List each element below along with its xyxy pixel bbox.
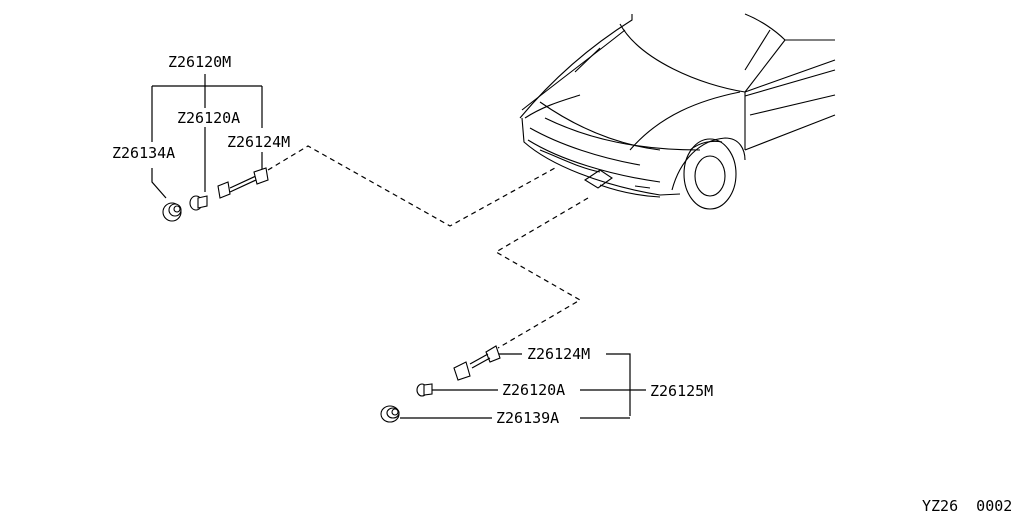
label-bulb-top: Z26134A [112,144,175,162]
label-bulb-bottom: Z26139A [496,409,559,427]
harness-connector-icon [217,167,269,199]
socket-icon [189,195,208,211]
label-assy-top: Z26120M [168,53,231,71]
lower-bracket [400,353,646,419]
label-harness-top: Z26124M [227,133,290,151]
bulb-icon [162,202,182,222]
bulb-icon [380,405,400,423]
label-harness-bottom: Z26124M [527,345,590,363]
label-socket-top: Z26120A [177,109,240,127]
figure-code: YZ26 0002 [922,497,1012,512]
label-socket-bottom: Z26120A [502,381,565,399]
harness-connector-icon [453,345,501,381]
leader-dashed-upper [267,145,556,227]
upper-bracket [151,74,263,199]
label-assy-bottom: Z26125M [650,382,713,400]
socket-icon [416,383,433,397]
car-front-illustration [519,13,836,210]
leader-dashed-lower [494,197,589,349]
